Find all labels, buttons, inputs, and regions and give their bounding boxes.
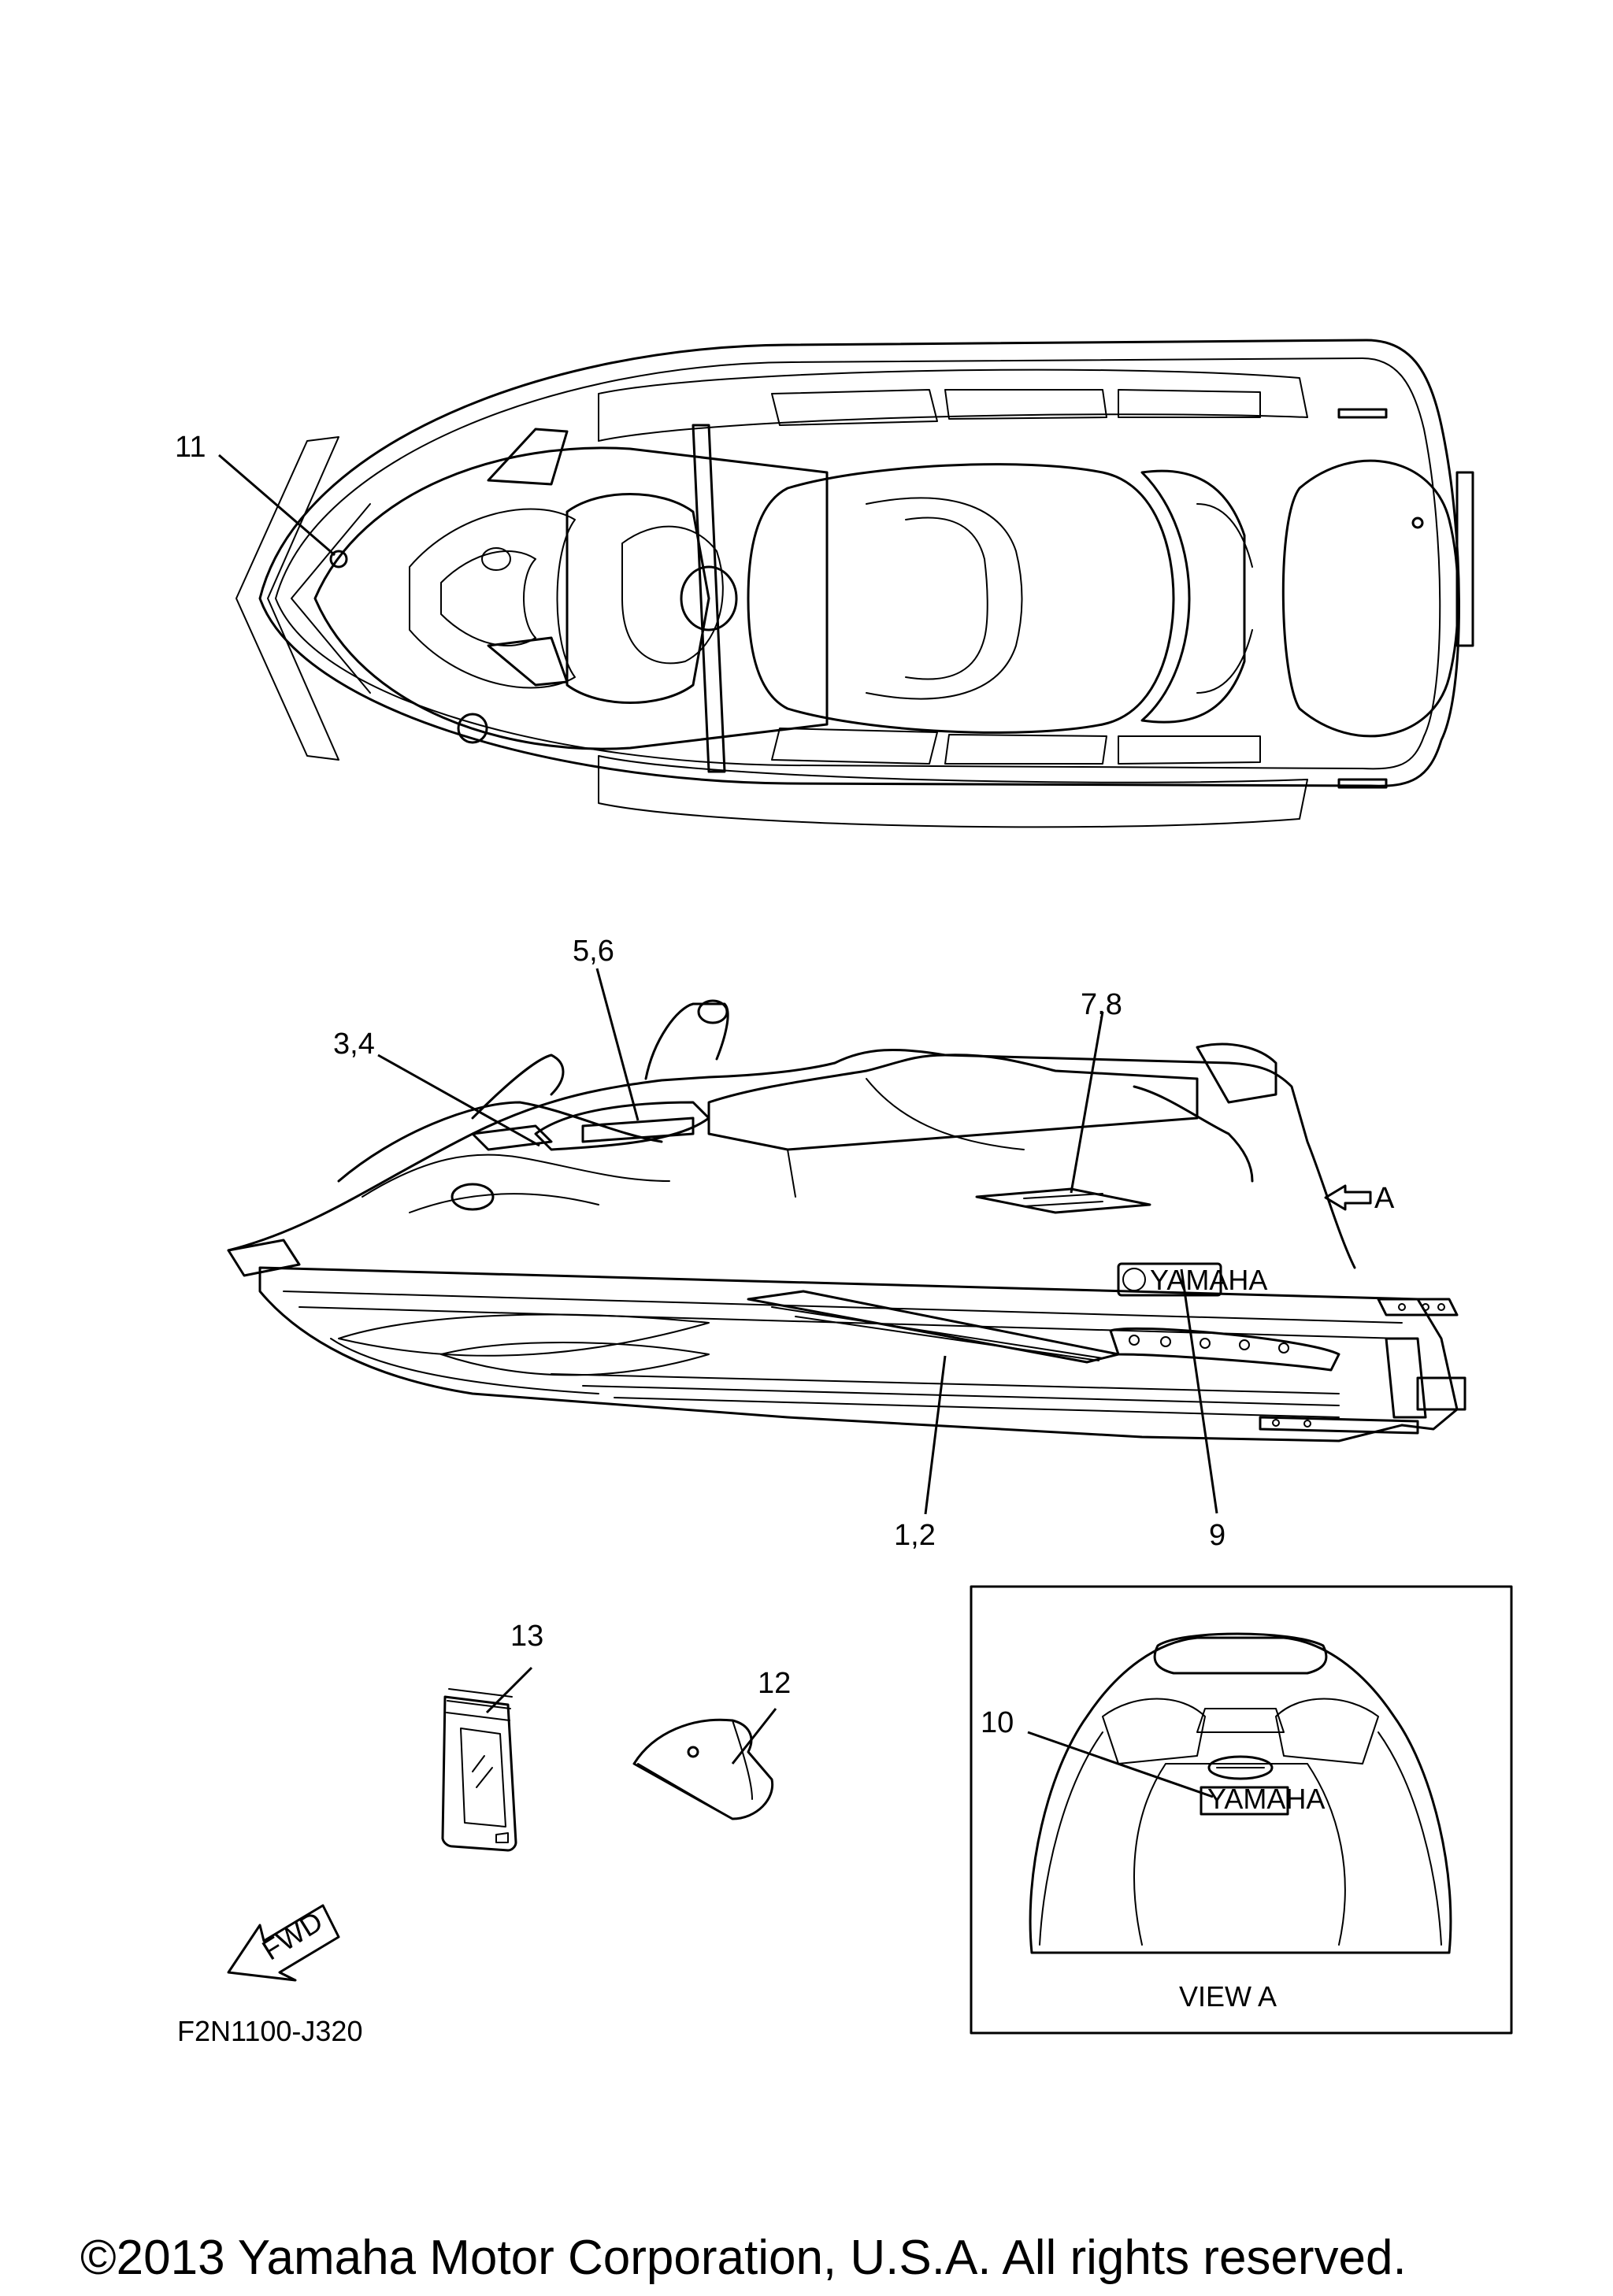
callout-10: 10 (981, 1706, 1014, 1739)
side-view-watercraft: YAMAHA (227, 999, 1467, 1442)
side-logo-text: YAMAHA (1150, 1264, 1267, 1296)
callout-9: 9 (1209, 1519, 1226, 1552)
callout-11: 11 (175, 431, 206, 464)
side-yamaha-logo: YAMAHA (1117, 1262, 1267, 1297)
callout-7-8: 7,8 (1081, 988, 1122, 1021)
view-a-yamaha-logo: YAMAHA (1200, 1783, 1325, 1816)
view-a-panel: YAMAHA VIEW A (970, 1585, 1513, 2035)
callout-5-6: 5,6 (573, 935, 614, 968)
top-view-watercraft (235, 339, 1474, 828)
callout-3-4: 3,4 (333, 1028, 375, 1061)
callout-1-2: 1,2 (894, 1519, 936, 1552)
callout-13: 13 (510, 1620, 543, 1653)
callout-12: 12 (758, 1667, 791, 1700)
diagram-code: F2N1100-J320 (177, 2015, 362, 2047)
view-a-arrow (1324, 1184, 1372, 1211)
part-13-decal-sheet (441, 1688, 517, 1852)
view-a-label: VIEW A (1179, 1980, 1277, 2013)
fwd-label: FWD (257, 1905, 328, 1966)
copyright-notice: ©2013 Yamaha Motor Corporation, U.S.A. A… (80, 2231, 1407, 2285)
view-a-logo-text: YAMAHA (1207, 1783, 1325, 1815)
leader-lines (218, 454, 1218, 1798)
callout-a: A (1374, 1182, 1395, 1215)
part-12-cover (632, 1718, 774, 1820)
fwd-arrow-icon: FWD (227, 1904, 340, 1982)
